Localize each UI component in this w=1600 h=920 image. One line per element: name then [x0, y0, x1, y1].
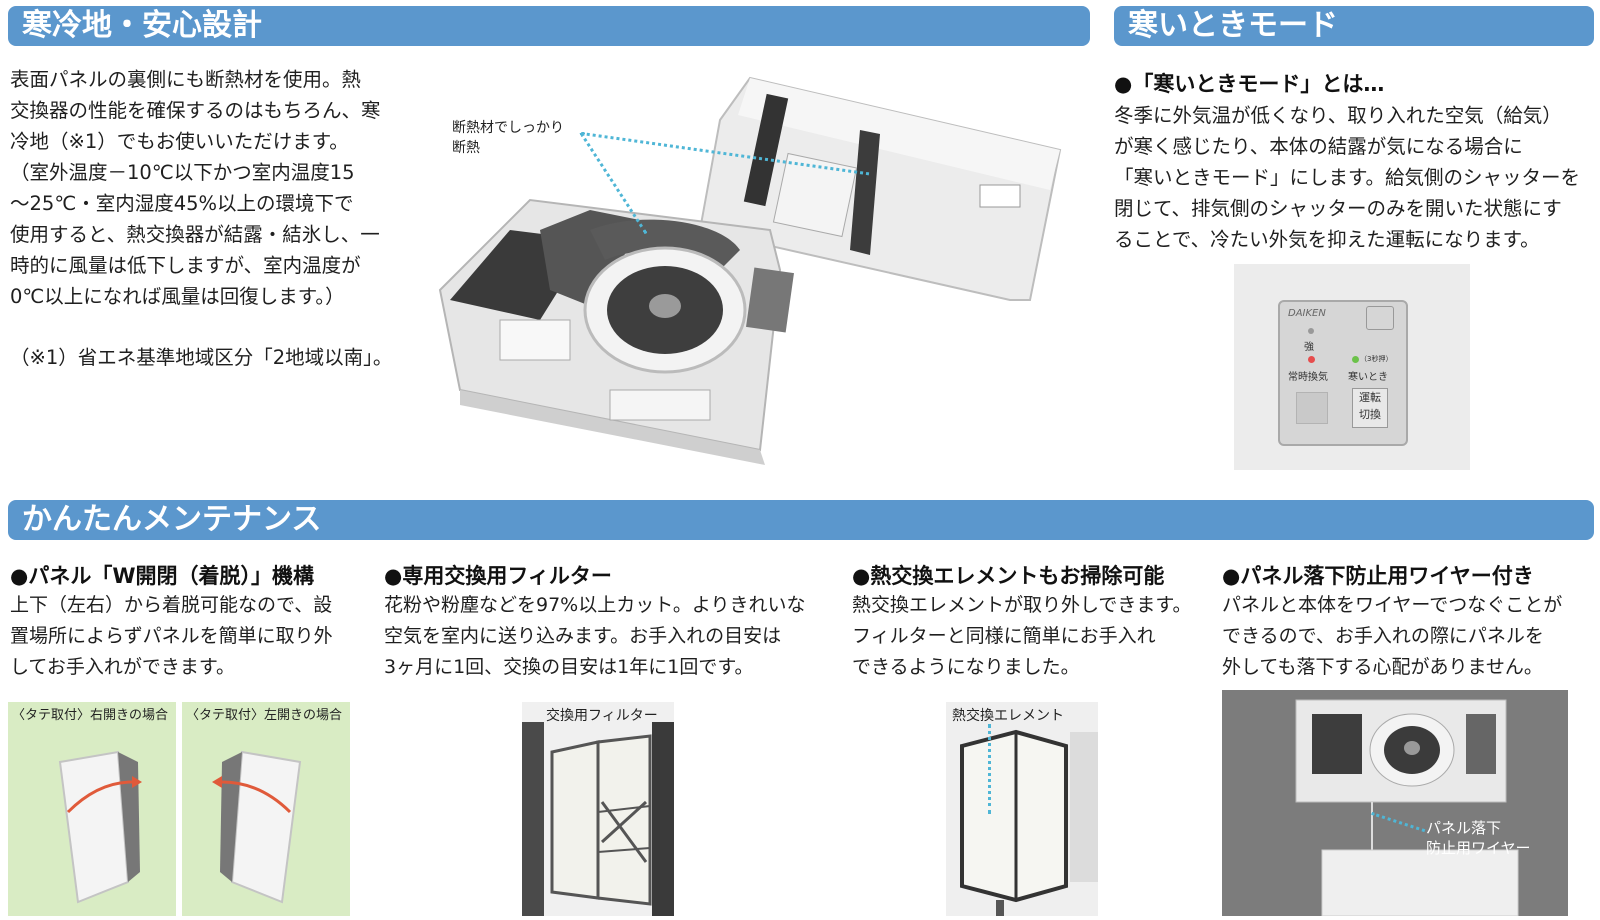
switch-label-2: 切換: [1359, 408, 1381, 421]
maint-heading-3: ●熱交換エレメントもお掃除可能: [852, 564, 1165, 588]
mode-switch-button[interactable]: 運転 切換: [1352, 388, 1388, 428]
section-title-cold: 寒冷地・安心設計: [8, 6, 1090, 46]
section-title-coldmode: 寒いときモード: [1114, 6, 1594, 46]
controller-panel: DAIKEN 強 （3秒押） 常時換気 寒いとき 運転 切換: [1278, 300, 1408, 446]
maint-body-3: 熱交換エレメントが取り外しできます。 フィルターと同様に簡単にお手入れ できるよ…: [852, 594, 1192, 678]
element-caption: 熱交換エレメント: [952, 708, 1064, 724]
wire-photo: パネル落下 防止用ワイヤー: [1222, 690, 1568, 916]
strong-led: [1308, 328, 1314, 334]
left-open-caption: 〈タテ取付〉左開きの場合: [186, 708, 343, 723]
secs-label: （3秒押）: [1360, 355, 1393, 363]
element-callout-line: [988, 724, 991, 814]
switch-label-1: 運転: [1359, 391, 1381, 404]
maint-body-1: 上下（左右）から着脱可能なので、設 置場所によらずパネルを簡単に取り外 してお手…: [10, 594, 333, 678]
strong-label: 強: [1304, 342, 1314, 353]
brand-logo: DAIKEN: [1288, 308, 1326, 319]
maint-heading-1: ●パネル「W開閉（着脱）」機構: [10, 564, 314, 588]
fan-icon: [1366, 306, 1394, 330]
right-open-photo: 〈タテ取付〉右開きの場合: [8, 702, 176, 916]
maint-heading-2: ●専用交換用フィルター: [384, 564, 612, 588]
right-open-caption: 〈タテ取付〉右開きの場合: [12, 708, 169, 723]
wire-caption: パネル落下 防止用ワイヤー: [1426, 819, 1531, 857]
filter-caption: 交換用フィルター: [546, 708, 658, 724]
left-open-photo: 〈タテ取付〉左開きの場合: [182, 702, 350, 916]
unit-photo: [420, 70, 1080, 470]
controller-photo: DAIKEN 強 （3秒押） 常時換気 寒いとき 運転 切換: [1234, 264, 1470, 470]
maint-body-4: パネルと本体をワイヤーでつなぐことが できるので、お手入れの際にパネルを 外して…: [1222, 594, 1563, 678]
element-photo: 熱交換エレメント: [946, 702, 1098, 916]
cold-note: （※1）省エネ基準地域区分「2地域以南」。: [10, 346, 393, 369]
filter-photo: 交換用フィルター: [522, 702, 674, 916]
normal-led: [1308, 356, 1315, 363]
maint-heading-4: ●パネル落下防止用ワイヤー付き: [1222, 564, 1534, 588]
section-title-maint: かんたんメンテナンス: [8, 500, 1594, 540]
coldmode-heading: ●「寒いときモード」とは…: [1114, 72, 1385, 96]
maint-body-2: 花粉や粉塵などを97%以上カット。よりきれいな 空気を室内に送り込みます。お手入…: [384, 594, 806, 678]
blank-button[interactable]: [1296, 392, 1328, 424]
cold-label: 寒いとき: [1348, 372, 1388, 383]
cold-body-text: 表面パネルの裏側にも断熱材を使用。熱 交換器の性能を確保するのはもちろん、寒 冷…: [10, 68, 381, 308]
normal-label: 常時換気: [1288, 372, 1328, 383]
cold-led: [1352, 356, 1359, 363]
coldmode-body-text: 冬季に外気温が低くなり、取り入れた空気（給気） が寒く感じたり、本体の結露が気に…: [1114, 104, 1581, 251]
insulation-callout: 断熱材でしっかり 断熱: [452, 120, 564, 156]
